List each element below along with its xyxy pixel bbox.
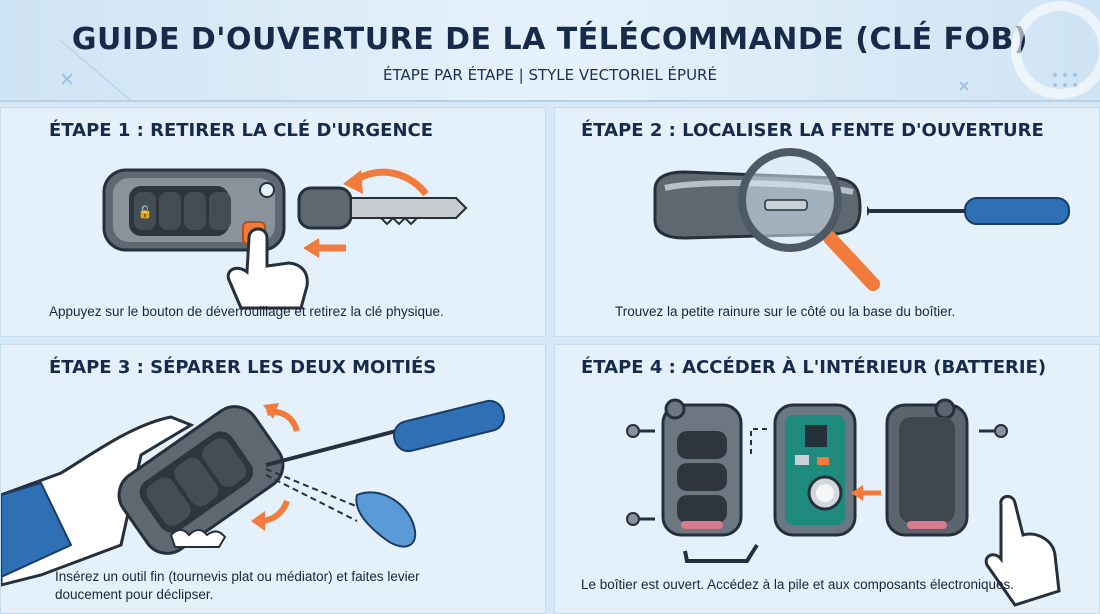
step-3-caption-line-1: Insérez un outil fin (tournevis plat ou … bbox=[55, 569, 420, 584]
step-3-panel: ÉTAPE 3 : SÉPARER LES DEUX MOITIÉS bbox=[0, 344, 546, 614]
hand-pointer-icon bbox=[984, 495, 1061, 607]
step-1-title: ÉTAPE 1 : RETIRER LA CLÉ D'URGENCE bbox=[49, 120, 434, 141]
key-fob-icon bbox=[117, 405, 285, 555]
step-4-panel: ÉTAPE 4 : ACCÉDER À L'INTÉRIEUR (BATTERI… bbox=[554, 344, 1100, 614]
step-2-caption: Trouvez la petite rainure sur le côté ou… bbox=[615, 304, 956, 319]
battery-icon bbox=[807, 475, 843, 511]
step-2-panel: ÉTAPE 2 : LOCALISER LA FENTE D'OUVERTURE… bbox=[554, 107, 1100, 337]
svg-text:🔓: 🔓 bbox=[138, 205, 153, 219]
step-1-illustration: 🔓 bbox=[102, 168, 468, 310]
header-decoration bbox=[59, 1, 1100, 100]
magnifying-glass-icon bbox=[738, 148, 880, 291]
page-title: GUIDE D'OUVERTURE DE LA TÉLÉCOMMANDE (CL… bbox=[71, 22, 1029, 57]
step-2-title: ÉTAPE 2 : LOCALISER LA FENTE D'OUVERTURE bbox=[581, 120, 1044, 141]
key-fob-icon: 🔓 bbox=[102, 168, 286, 252]
step-3-title: ÉTAPE 3 : SÉPARER LES DEUX MOITIÉS bbox=[49, 357, 437, 378]
back-shell-icon bbox=[885, 398, 969, 537]
screw-icon bbox=[626, 512, 655, 526]
step-4-title: ÉTAPE 4 : ACCÉDER À L'INTÉRIEUR (BATTERI… bbox=[581, 357, 1047, 378]
step-4-caption: Le boîtier est ouvert. Accédez à la pile… bbox=[581, 577, 1015, 592]
header-banner: GUIDE D'OUVERTURE DE LA TÉLÉCOMMANDE (CL… bbox=[0, 0, 1100, 102]
screw-icon bbox=[979, 424, 1008, 438]
finger-icon bbox=[226, 227, 309, 310]
screwdriver-icon bbox=[867, 197, 1070, 225]
finger-icon bbox=[169, 529, 227, 548]
front-shell-icon bbox=[661, 398, 743, 537]
step-3-illustration bbox=[1, 399, 505, 587]
step-2-illustration bbox=[653, 148, 1070, 291]
step-1-panel: ÉTAPE 1 : RETIRER LA CLÉ D'URGENCE 🔓 bbox=[0, 107, 546, 337]
step-3-caption-line-2: doucement pour déclipser. bbox=[55, 587, 214, 602]
circuit-board-icon bbox=[773, 403, 857, 537]
page-subtitle: ÉTAPE PAR ÉTAPE | STYLE VECTORIEL ÉPURÉ bbox=[383, 66, 717, 84]
step-4-illustration bbox=[626, 398, 1061, 607]
step-1-caption: Appuyez sur le bouton de déverrouillage … bbox=[49, 304, 444, 319]
emergency-key-icon bbox=[297, 186, 468, 230]
screwdriver-icon bbox=[265, 399, 505, 467]
clip-icon bbox=[683, 543, 759, 563]
screw-icon bbox=[626, 424, 655, 438]
guitar-pick-icon bbox=[265, 468, 417, 548]
